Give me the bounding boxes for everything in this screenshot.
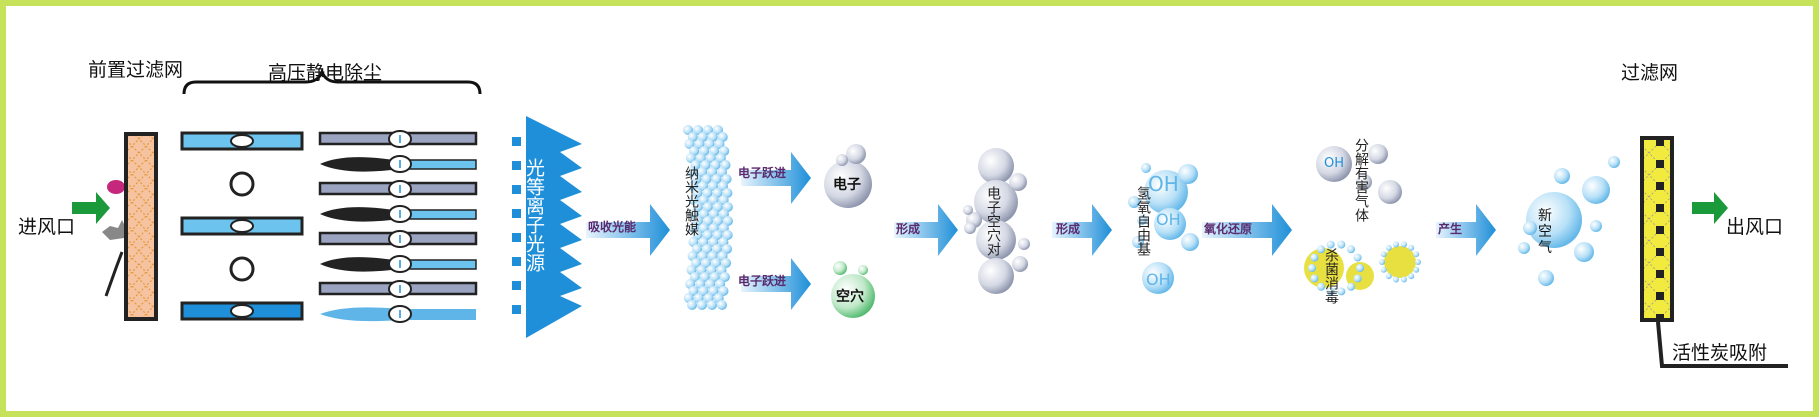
inlet-arrow-shape — [72, 192, 110, 224]
electron-bubble — [824, 160, 872, 208]
oh-label-3: OH — [1146, 270, 1171, 289]
hole-label: 空穴 — [836, 289, 864, 305]
prefilter-label: 前置过滤网 — [88, 59, 184, 81]
outlet-arrow-shape — [1692, 192, 1728, 224]
electron-transition-label-2: 电子跃进 — [738, 274, 787, 288]
brace-shape — [182, 67, 482, 95]
oh-label-1: OH — [1148, 172, 1179, 196]
outlet-label: 出风口 — [1726, 216, 1784, 238]
diagram-canvas — [72, 67, 1788, 368]
plasma-source-shape — [526, 116, 582, 338]
decompose-gas-label: 分解有害气体 — [1353, 138, 1369, 222]
electron-hole-pair-label: 电子空穴对 — [985, 186, 1001, 256]
inlet-label: 进风口 — [18, 216, 76, 238]
hydroxyl-radical-label: 氢氧自由基 — [1135, 186, 1151, 256]
hole-bubble — [831, 274, 875, 318]
oh-label-4: OH — [1324, 156, 1345, 171]
carbon-label: 活性炭吸附 — [1672, 342, 1768, 364]
hv-plates-left — [180, 131, 304, 321]
sterilize-label: 杀菌消毒 — [1323, 248, 1339, 304]
carbon-leader-line — [1656, 321, 1788, 368]
electron-label: 电子 — [833, 177, 861, 193]
hv-plates-right — [318, 130, 478, 323]
fresh-air-label: 新空气 — [1538, 208, 1552, 256]
hv-dust-label: 高压静电除尘 — [268, 62, 383, 84]
oh-label-2: OH — [1156, 210, 1181, 229]
form-label-2: 形成 — [1056, 222, 1081, 236]
filter-label: 过滤网 — [1621, 62, 1679, 84]
form-label-1: 形成 — [896, 222, 921, 236]
prefilter-shape — [124, 132, 158, 321]
carbon-filter-shape — [1640, 136, 1674, 322]
produce-label: 产生 — [1438, 222, 1463, 236]
oxidation-reduction-label: 氧化还原 — [1204, 222, 1253, 236]
nano-catalyst-label: 纳米光触媒 — [683, 166, 699, 236]
plasma-source-label: 光等离子光源 — [523, 158, 545, 272]
electron-transition-label-1: 电子跃进 — [738, 166, 787, 180]
absorb-light-label: 吸收光能 — [588, 220, 637, 234]
